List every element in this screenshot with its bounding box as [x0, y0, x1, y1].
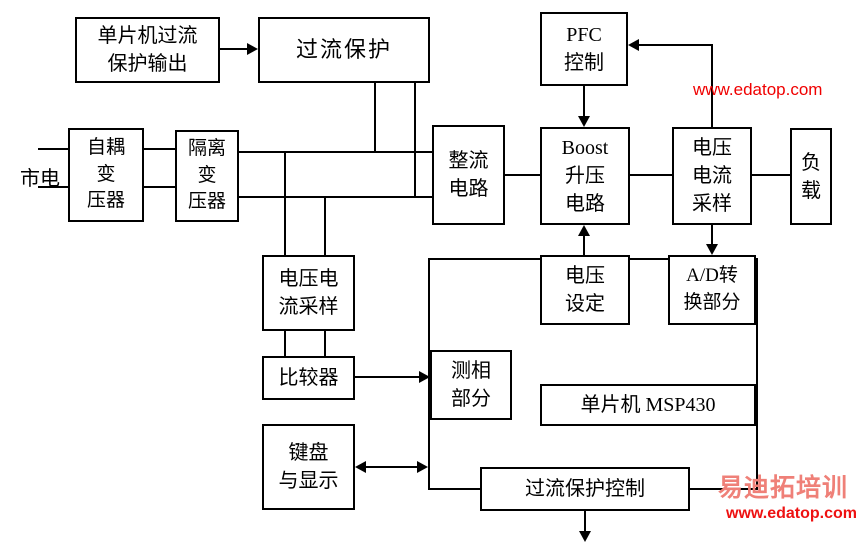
- wire-occtrl-output: [584, 511, 586, 531]
- block-isolation-transformer: 隔离 变 压器: [175, 130, 239, 222]
- block-rectifier-label: 整流 电路: [448, 150, 489, 200]
- block-vi-sampling-bottom-label: 电压电 流采样: [278, 268, 339, 318]
- arrowhead-keyboard-to-mcu: [417, 461, 428, 473]
- block-phase-measurement: 测相 部分: [430, 350, 512, 420]
- block-mcu-oc-output: 单片机过流 保护输出: [75, 17, 220, 83]
- block-auto-transformer: 自耦 变 压器: [68, 128, 144, 222]
- arrowhead-pfc-to-boost: [578, 116, 590, 127]
- block-oc-protection: 过流保护: [258, 17, 430, 83]
- arrowhead-feedback-to-pfc: [628, 39, 639, 51]
- block-mcu-oc-output-label: 单片机过流 保护输出: [97, 25, 198, 75]
- block-oc-protection-control: 过流保护控制: [480, 467, 690, 511]
- block-ad-conversion: A/D转 换部分: [668, 255, 756, 325]
- arrowhead-mcu-to-boost: [578, 225, 590, 236]
- arrowhead-sampling-to-ad: [706, 244, 718, 255]
- block-load: 负 载: [790, 128, 832, 225]
- block-comparator: 比较器: [262, 356, 355, 400]
- wire-sampling-to-comparator-left: [284, 331, 286, 356]
- wire-sampling-feedback-vertical: [711, 44, 713, 127]
- mains-label: 市电: [20, 168, 60, 190]
- block-vi-sampling-bottom: 电压电 流采样: [262, 255, 355, 331]
- block-keyboard-display-label: 键盘 与显示: [278, 442, 339, 492]
- wire-bus-top: [239, 151, 432, 153]
- block-voltage-setting-label: 电压 设定: [565, 265, 605, 315]
- wire-pfc-to-boost: [583, 86, 585, 118]
- wire-comparator-to-phase: [355, 376, 421, 378]
- block-oc-protection-label: 过流保护: [295, 36, 392, 62]
- wire-bus-to-sampling-left: [284, 151, 286, 255]
- wire-rectifier-to-boost: [505, 174, 540, 176]
- arrowhead-mcu-to-keyboard: [355, 461, 366, 473]
- wire-ocprotect-drop-left: [374, 83, 376, 153]
- wire-sampling-to-load: [752, 174, 790, 176]
- block-comparator-label: 比较器: [278, 367, 339, 389]
- arrowhead-comparator-to-phase: [419, 371, 430, 383]
- wire-mains-bottom: [38, 186, 68, 188]
- wire-sampling-to-comparator-right: [324, 331, 326, 356]
- block-ad-conversion-label: A/D转 换部分: [683, 265, 741, 313]
- block-vi-sampling-top: 电压 电流 采样: [672, 127, 752, 225]
- block-boost-label: Boost 升压 电路: [561, 137, 609, 215]
- arrowhead-ocout-to-ocprotect: [247, 43, 258, 55]
- block-phase-measurement-label: 测相 部分: [451, 360, 491, 410]
- block-oc-protection-control-label: 过流保护控制: [525, 478, 645, 500]
- watermark-bottom-url: www.edatop.com: [726, 505, 857, 522]
- wire-keyboard-to-mcu: [364, 466, 420, 468]
- watermark-brand: 易迪拓培训: [718, 474, 849, 502]
- wire-sampling-to-ad: [711, 225, 713, 244]
- wire-mains-top: [38, 148, 68, 150]
- block-mcu-msp430-label: 单片机 MSP430: [580, 394, 716, 416]
- block-voltage-setting: 电压 设定: [540, 255, 630, 325]
- wire-sampling-feedback-horizontal: [639, 44, 713, 46]
- wire-ocprotect-drop-right: [414, 83, 416, 198]
- block-auto-transformer-label: 自耦 变 压器: [86, 137, 125, 212]
- wire-autoxfmr-to-isoxfmr-bottom: [144, 186, 175, 188]
- wire-bus-bottom: [239, 196, 432, 198]
- block-boost: Boost 升压 电路: [540, 127, 630, 225]
- block-mcu-msp430: 单片机 MSP430: [540, 384, 756, 426]
- block-pfc-control: PFC 控制: [540, 12, 628, 86]
- wire-mcu-to-boost: [583, 236, 585, 258]
- wire-autoxfmr-to-isoxfmr-top: [144, 148, 175, 150]
- block-vi-sampling-top-label: 电压 电流 采样: [692, 137, 732, 215]
- block-keyboard-display: 键盘 与显示: [262, 424, 355, 510]
- watermark-top-url: www.edatop.com: [693, 80, 823, 99]
- block-isolation-transformer-label: 隔离 变 压器: [187, 138, 226, 213]
- block-pfc-control-label: PFC 控制: [564, 24, 604, 74]
- wire-bus-to-sampling-right: [324, 196, 326, 255]
- block-load-label: 负 载: [801, 151, 821, 202]
- wire-boost-to-sampling: [630, 174, 672, 176]
- arrowhead-occtrl-output: [579, 531, 591, 542]
- wire-ocout-to-ocprotect: [220, 48, 248, 50]
- block-rectifier: 整流 电路: [432, 125, 505, 225]
